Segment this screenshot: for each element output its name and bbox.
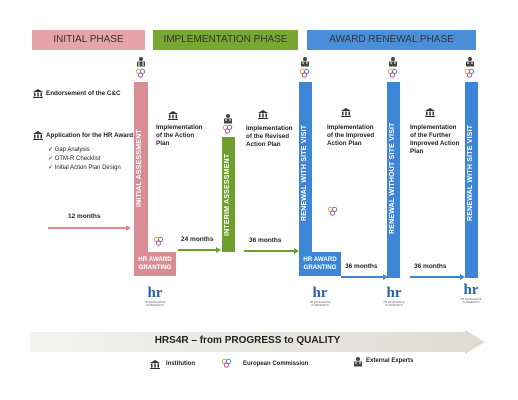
renewal-site-visit-label: RENEWAL WITH SITE VISIT xyxy=(467,124,474,222)
institution-icon xyxy=(258,110,268,119)
hr-award-granting-box: HR AWARD GRANTING xyxy=(299,252,341,276)
european-commission-icon xyxy=(327,206,338,216)
renewal-without-site-visit-label: RENEWAL WITHOUT SITE VISIT xyxy=(389,122,396,234)
external-expert-icon xyxy=(354,357,362,367)
arrow-head xyxy=(294,248,299,254)
institution-icon xyxy=(425,108,435,117)
duration-label: 24 months xyxy=(181,236,214,243)
european-commission-icon xyxy=(153,236,164,246)
interim-assessment-bar xyxy=(222,137,235,252)
implementation-action-plan-text: Implementation of the Action Plan xyxy=(156,124,203,147)
checklist-item: ✓ Initial Action Plan Design xyxy=(48,165,121,171)
external-expert-icon xyxy=(224,114,232,124)
european-commission-icon xyxy=(464,68,475,78)
renewal-without-site-visit-bar xyxy=(387,82,400,278)
european-commission-icon xyxy=(299,68,310,78)
institution-icon xyxy=(33,131,43,140)
legend-institution-label: Institution xyxy=(166,361,195,367)
timeline-arrow xyxy=(178,249,216,251)
interim-assessment-label: INTERIM ASSESSMENT xyxy=(224,153,231,237)
checklist-item: ✓ OTM-R Checklist xyxy=(48,156,101,162)
implementation-further-plan-text: Implementation of the Further Improved A… xyxy=(410,124,460,155)
hr-award-granting-box: HR AWARD GRANTING xyxy=(134,252,176,276)
timeline-arrow xyxy=(244,250,294,252)
european-commission-icon xyxy=(222,124,233,134)
arrow-head xyxy=(460,274,465,280)
european-commission-icon xyxy=(221,358,232,368)
duration-label: 36 months xyxy=(249,237,282,244)
phase-renewal: AWARD RENEWAL PHASE xyxy=(307,30,476,50)
duration-label: 12 months xyxy=(68,213,101,220)
arrow-head xyxy=(216,247,221,253)
renewal-site-visit-bar xyxy=(465,82,478,278)
legend-ec-label: European Commission xyxy=(243,361,309,367)
institution-icon xyxy=(341,108,351,117)
arrow-head xyxy=(126,225,131,231)
implementation-improved-plan-text: Implementation of the Improved Action Pl… xyxy=(327,124,375,147)
renewal-site-visit-label: RENEWAL WITH SITE VISIT xyxy=(301,124,308,222)
institution-icon xyxy=(168,111,178,120)
timeline-arrow xyxy=(410,276,460,278)
progress-banner-title: HRS4R – from PROGRESS to QUALITY xyxy=(154,335,341,346)
phase-implementation: IMPLEMENTATION PHASE xyxy=(153,30,298,50)
initial-assessment-bar xyxy=(134,82,148,252)
timeline-arrow xyxy=(48,227,126,229)
external-expert-icon xyxy=(301,57,309,67)
duration-label: 36 months xyxy=(414,263,447,270)
initial-assessment-label: INITIAL ASSESSMENT xyxy=(136,129,143,207)
european-commission-icon xyxy=(135,68,146,78)
application-text: Application for the HR Award: xyxy=(46,132,136,139)
arrow-head xyxy=(383,274,388,280)
renewal-site-visit-bar xyxy=(299,82,312,252)
progress-banner-arrow xyxy=(30,330,485,354)
checklist-item: ✓ Gap Analysis xyxy=(48,147,90,153)
external-expert-icon xyxy=(389,57,397,67)
timeline-arrow xyxy=(341,276,383,278)
institution-icon xyxy=(150,360,160,369)
institution-icon xyxy=(33,89,43,98)
phase-initial: INITIAL PHASE xyxy=(32,30,145,50)
endorsement-text: Endorsement of the C&C xyxy=(46,90,121,97)
legend-experts-label: External Experts xyxy=(366,358,414,364)
external-expert-icon xyxy=(137,57,145,67)
european-commission-icon xyxy=(387,68,398,78)
duration-label: 36 months xyxy=(345,263,378,270)
implementation-revised-plan-text: Implementation of the Revised Action Pla… xyxy=(246,125,293,148)
external-expert-icon xyxy=(466,57,474,67)
